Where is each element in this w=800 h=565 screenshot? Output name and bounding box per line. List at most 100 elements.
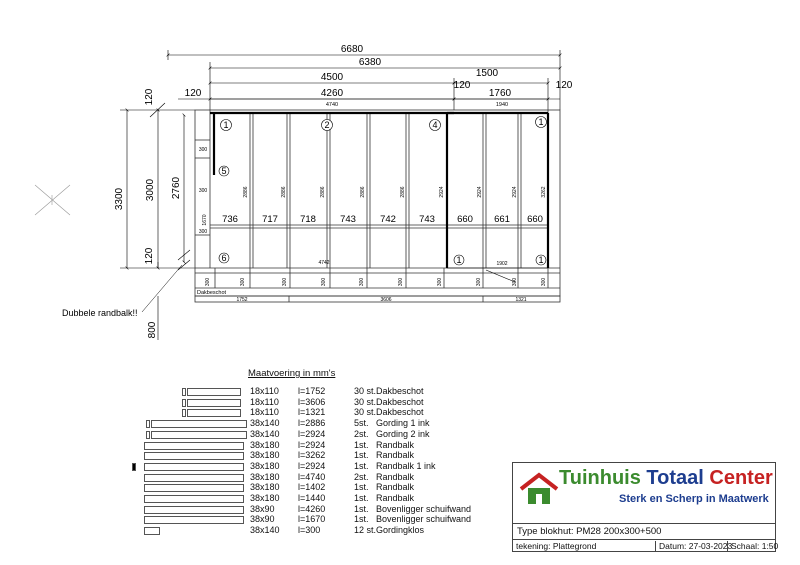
material-bar-icon [151, 420, 247, 428]
left-small-label: 300 [199, 147, 208, 153]
circle-label: 1 [535, 116, 547, 128]
circle-label: 2 [321, 119, 333, 131]
dim-1940: 1940 [496, 102, 508, 108]
dim-3300: 3300 [114, 187, 125, 210]
circle-label: 1 [535, 254, 547, 266]
material-bar-icon [146, 420, 150, 428]
dim-6680: 6680 [341, 44, 364, 55]
dim-2760: 2760 [171, 176, 182, 199]
bay-width: 743 [419, 214, 435, 225]
circle-label: 6 [218, 252, 230, 264]
rafter-length: 2886 [320, 186, 326, 197]
svg-text:1: 1 [223, 120, 228, 130]
svg-text:1: 1 [538, 255, 543, 265]
dim-120-left: 120 [185, 88, 202, 99]
company-logo: Tuinhuis Totaal Center Sterk en Scherp i… [513, 463, 775, 524]
material-bar-icon [144, 527, 160, 535]
klos-label: 300 [541, 278, 547, 287]
double-beam-note: Dubbele randbalk!! [62, 308, 138, 318]
bay-width: 718 [300, 214, 316, 225]
rafter-length: 2886 [281, 186, 287, 197]
dim-6380: 6380 [359, 57, 382, 68]
dim-1500: 1500 [476, 68, 499, 79]
svg-text:1: 1 [538, 117, 543, 127]
rafter-length: 2924 [477, 186, 483, 197]
rafter-length: 3262 [541, 186, 547, 197]
rafter-length: 2924 [512, 186, 518, 197]
svg-text:5: 5 [221, 166, 226, 176]
drawing-scale: Schaal: 1:50 [727, 541, 778, 551]
circle-label: 1 [453, 254, 465, 266]
brand-slogan: Sterk en Scherp in Maatwerk [619, 493, 769, 505]
material-bar-icon [144, 506, 244, 514]
door-label: 1902 [496, 261, 507, 267]
dakbeschot-dim: 1752 [236, 297, 247, 303]
plan-outline [194, 109, 561, 303]
mid-label: 4742 [318, 260, 329, 266]
dakbeschot-label: Dakbeschot [197, 290, 227, 296]
material-bar-icon [182, 388, 186, 396]
material-bar-icon [187, 409, 241, 417]
material-bar-icon [144, 452, 244, 460]
bay-width: 660 [527, 214, 543, 225]
dim-left-120: 120 [144, 88, 155, 105]
svg-text:1: 1 [456, 255, 461, 265]
material-bar-icon [151, 431, 247, 439]
title-block: Tuinhuis Totaal Center Sterk en Scherp i… [512, 462, 778, 552]
bay-width: 736 [222, 214, 238, 225]
dim-4500: 4500 [321, 72, 344, 83]
svg-text:2: 2 [324, 120, 329, 130]
klos-label: 300 [398, 278, 404, 287]
dim-120-right: 120 [556, 80, 573, 91]
bay-width: 717 [262, 214, 278, 225]
material-bar-icon [182, 399, 186, 407]
material-bar-icon [144, 495, 244, 503]
klos-label: 300 [359, 278, 365, 287]
left-small-label: 300 [199, 229, 208, 235]
bay-width: 742 [380, 214, 396, 225]
material-bar-icon [187, 388, 241, 396]
material-bar-icon [144, 463, 244, 471]
material-bar-icon [144, 484, 244, 492]
drawing-date: Datum: 27-03-2023 [655, 541, 732, 551]
material-bar-icon [144, 516, 244, 524]
material-bar-icon [132, 463, 136, 471]
material-bar-icon [187, 399, 241, 407]
klos-label: 300 [512, 278, 518, 287]
circle-label: 1 [220, 119, 232, 131]
klos-label: 300 [205, 278, 211, 287]
material-bar-icon [146, 431, 150, 439]
dim-4260: 4260 [321, 88, 344, 99]
material-bar-icon [144, 442, 244, 450]
rafter-length: 2886 [243, 186, 249, 197]
klos-label: 300 [437, 278, 443, 287]
klos-label: 300 [476, 278, 482, 287]
dim-120-mid: 120 [454, 80, 471, 91]
brand-name: Tuinhuis Totaal Center [559, 467, 773, 489]
thick-beams [210, 111, 550, 268]
type-line: Type blokhut: PM28 200x300+500 [517, 526, 662, 537]
dakbeschot-dim: 1321 [515, 297, 526, 303]
info-row: tekening: Plattegrond Datum: 27-03-2023 … [513, 539, 778, 552]
circle-label: 5 [218, 165, 230, 177]
dim-800: 800 [147, 321, 158, 338]
circle-label: 4 [429, 119, 441, 131]
house-logo-icon [519, 472, 559, 504]
rafter-length: 2886 [360, 186, 366, 197]
dim-4740: 4740 [326, 102, 338, 108]
